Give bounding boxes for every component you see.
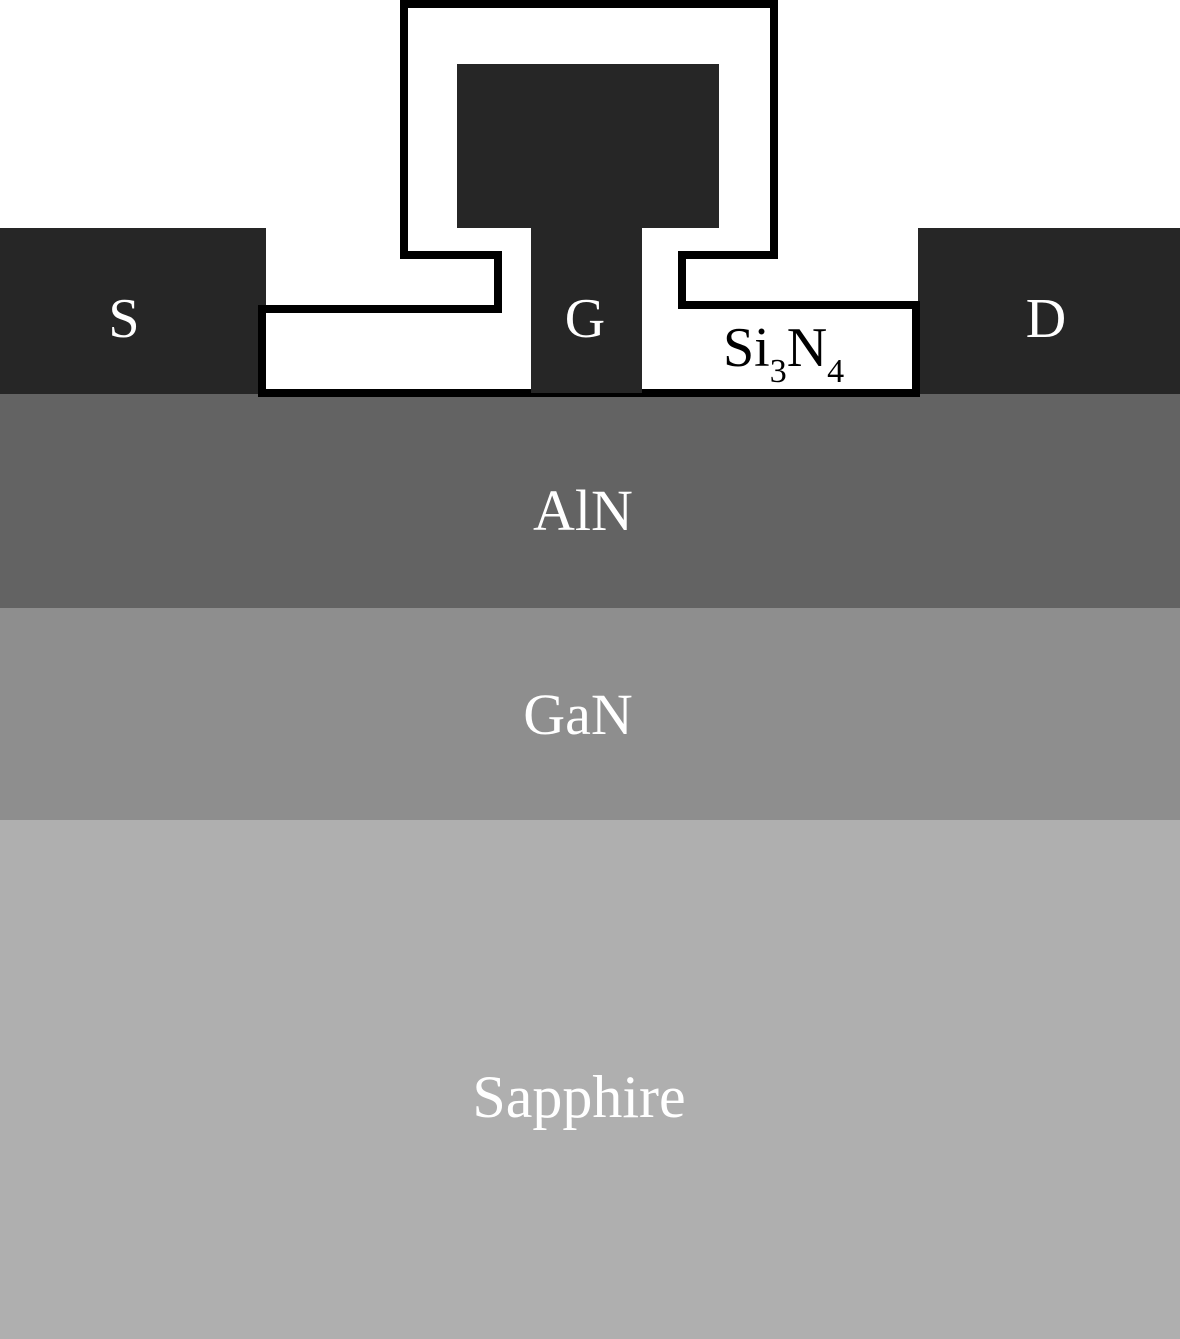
channel-layer <box>0 606 1180 820</box>
barrier-label: AlN <box>533 478 633 543</box>
substrate-layer <box>0 818 1180 1339</box>
source-contact <box>0 228 266 394</box>
channel-label: GaN <box>523 682 633 747</box>
source-label: S <box>108 288 139 350</box>
substrate-label: Sapphire <box>472 1064 685 1130</box>
drain-label: D <box>1026 288 1066 350</box>
passivation-label-sub-4: 4 <box>827 353 844 390</box>
barrier-layer <box>0 393 1180 608</box>
gate-electrode <box>457 64 719 393</box>
passivation-label-n: N <box>787 317 827 379</box>
passivation-label: Si3N4 <box>723 317 844 390</box>
gate-label: G <box>565 288 605 350</box>
passivation-label-si: Si <box>723 317 770 379</box>
drain-contact <box>918 228 1180 394</box>
passivation-label-sub-3: 3 <box>770 353 787 390</box>
